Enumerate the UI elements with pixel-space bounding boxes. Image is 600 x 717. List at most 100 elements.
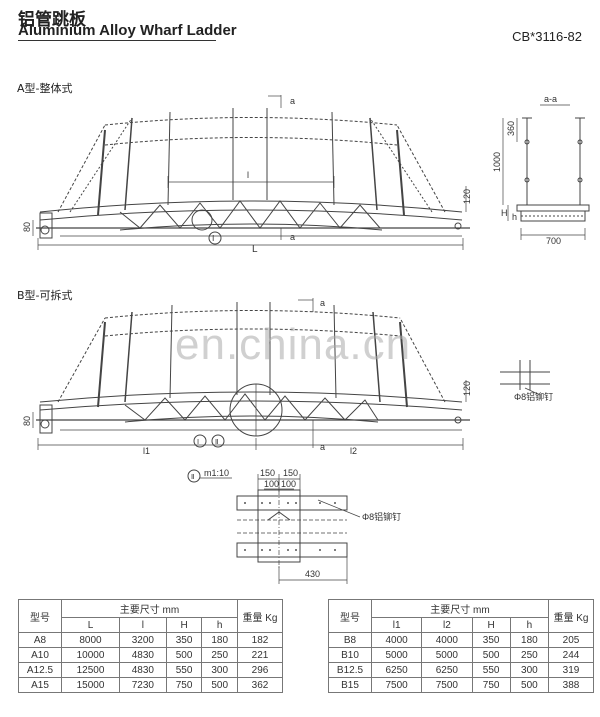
table-header-row: 型号 主要尺寸 mm 重量 Kg: [328, 599, 594, 633]
section-title: a-a: [544, 94, 557, 104]
table-cell: 8000: [61, 632, 120, 648]
table-cell: 7230: [118, 677, 167, 693]
table-cell: 4000: [421, 632, 473, 648]
table-cell: A15: [18, 677, 62, 693]
table-cell: 6250: [370, 662, 423, 678]
table-cell: 10000: [61, 647, 120, 663]
dim-a-top: a: [290, 96, 295, 106]
table-cell: 15000: [61, 677, 120, 693]
title-english: Aluminium Alloy Wharf Ladder: [18, 22, 237, 39]
table-cell: 500: [471, 647, 511, 663]
table-cell: 750: [471, 677, 511, 693]
table-cell: 750: [165, 677, 203, 693]
rivet-dots: [244, 502, 336, 551]
table-b-weight-header: 重量 Kg: [548, 599, 594, 633]
dim-a-80: 80: [22, 222, 32, 232]
table-cell: 180: [201, 632, 238, 648]
table-a-col-header: H: [165, 617, 203, 633]
table-a-dims-header: 主要尺寸 mm: [61, 599, 238, 618]
table-cell: 5000: [370, 647, 423, 663]
table-cell: 6250: [421, 662, 473, 678]
rivet-side-detail: [500, 360, 550, 396]
table-cell: 4830: [118, 662, 167, 678]
table-cell: B10: [328, 647, 372, 663]
table-a-col-header: h: [201, 617, 238, 633]
table-b-dims-header: 主要尺寸 mm: [371, 599, 549, 618]
table-b-col-header: h: [509, 617, 550, 633]
dim-H: H: [501, 208, 508, 218]
table-cell: 350: [471, 632, 511, 648]
title-underline: [18, 40, 216, 41]
table-b-col-header: H: [471, 617, 511, 633]
table-b-model-header: 型号: [328, 599, 372, 633]
table-cell: 250: [201, 647, 238, 663]
table-cell: 300: [509, 662, 550, 678]
table-a-col-header: L: [61, 617, 120, 633]
table-cell: 4830: [118, 647, 167, 663]
dim-100-left: 100: [264, 479, 279, 489]
dim-360: 360: [506, 121, 516, 136]
table-cell: 3200: [118, 632, 167, 648]
callout-b-2: Ⅱ: [215, 439, 218, 446]
detail-callout: Ⅱ: [191, 474, 194, 481]
table-cell: 319: [548, 662, 594, 678]
table-b-col-header: l1: [370, 617, 423, 633]
table-cell: 500: [201, 677, 238, 693]
table-a-col-header: l: [118, 617, 167, 633]
table-cell: 300: [201, 662, 238, 678]
dim-b-a-top: a: [320, 298, 325, 308]
callout-a-1: Ⅰ: [212, 234, 214, 243]
dim-700: 700: [546, 236, 561, 246]
title-chinese: 铝管跳板: [18, 10, 86, 30]
table-cell: 250: [509, 647, 550, 663]
table-cell: A8: [18, 632, 62, 648]
watermark: en.china.cn: [175, 320, 412, 369]
table-cell: 550: [165, 662, 203, 678]
table-cell: 7500: [421, 677, 473, 693]
dim-l2: l2: [350, 446, 357, 456]
side-rivet-label: Φ8铝铆钉: [514, 391, 553, 402]
table-cell: 362: [237, 677, 283, 693]
dim-a-bottom: a: [290, 232, 295, 242]
dim-100-right: 100: [281, 479, 296, 489]
dim-150-right: 150: [283, 468, 298, 478]
table-header-row: 型号 主要尺寸 mm 重量 Kg: [18, 599, 283, 633]
dim-b-a-bottom: a: [320, 442, 325, 452]
table-cell: 550: [471, 662, 511, 678]
type-b-label: B型-可拆式: [17, 289, 73, 302]
standard-code: CB*3116-82: [512, 29, 582, 44]
callout-b-1: Ⅰ: [197, 439, 199, 446]
table-cell: B15: [328, 677, 372, 693]
detail-ii-joint: [187, 469, 361, 584]
dim-h: h: [512, 212, 517, 222]
table-cell: 7500: [370, 677, 423, 693]
detail-scale: m1:10: [204, 468, 229, 478]
dim-a-120: 120: [462, 189, 472, 204]
dim-1000: 1000: [492, 152, 502, 172]
table-cell: 4000: [370, 632, 423, 648]
table-cell: 12500: [61, 662, 120, 678]
table-cell: A10: [18, 647, 62, 663]
table-cell: 388: [548, 677, 594, 693]
type-a-label: A型-整体式: [17, 82, 73, 95]
table-header-row: L l H h: [19, 617, 283, 633]
table-cell: 500: [509, 677, 550, 693]
table-cell: B12.5: [328, 662, 372, 678]
table-cell: 205: [548, 632, 594, 648]
dim-l: l: [247, 170, 249, 180]
type-b-ladder-elevation: [32, 298, 470, 450]
table-cell: 180: [509, 632, 550, 648]
table-cell: 244: [548, 647, 594, 663]
table-cell: A12.5: [18, 662, 62, 678]
table-cell: 296: [237, 662, 283, 678]
dim-b-80: 80: [22, 416, 32, 426]
